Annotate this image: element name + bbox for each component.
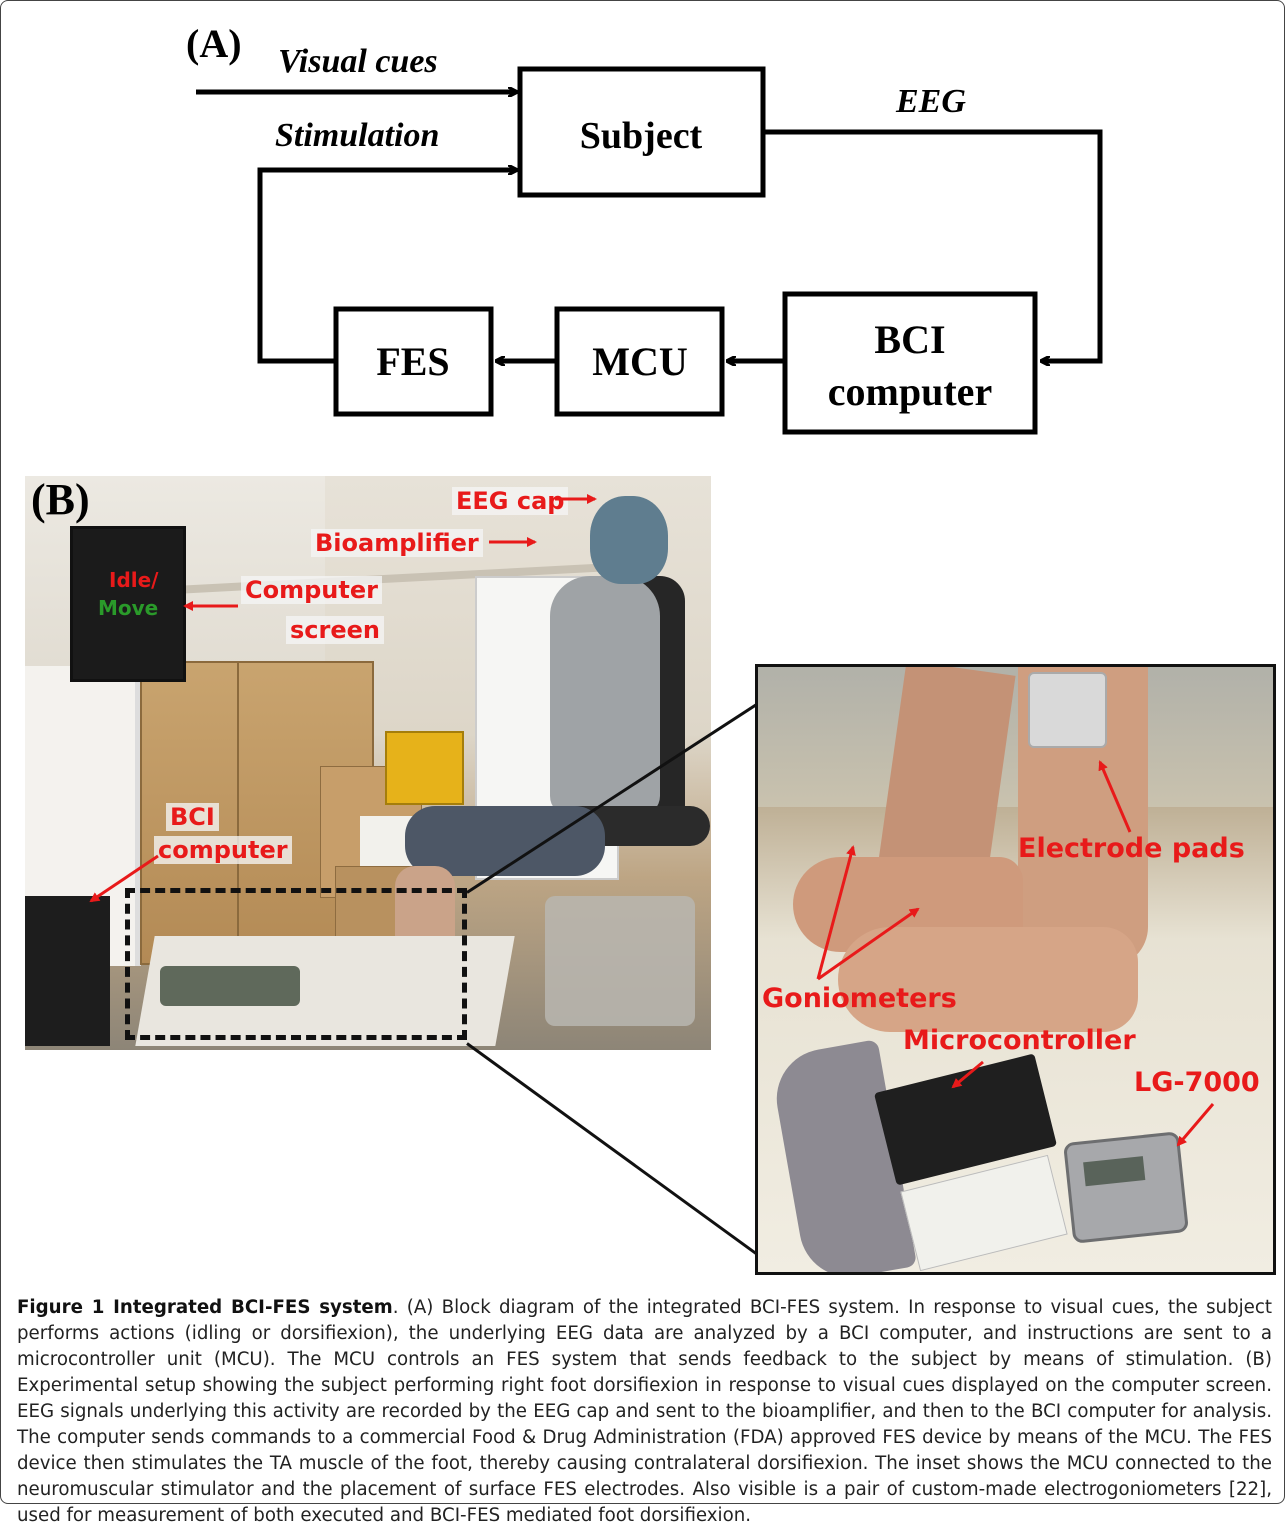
eeg-arrow <box>763 129 1103 361</box>
computer-screen-label-1: Computer <box>241 576 382 604</box>
bci-computer-label-2: computer <box>154 836 292 864</box>
eeg-cap-head <box>590 496 668 584</box>
fes-box <box>333 306 494 417</box>
panel-b-pointer-arrows <box>89 494 597 903</box>
lg7000-label: LG-7000 <box>1134 1067 1260 1098</box>
panel-a-label: (A) <box>186 21 242 66</box>
subject-label: Subject <box>580 115 703 157</box>
zoom-region-box <box>125 888 467 1040</box>
lg7000-arrow <box>1176 1103 1215 1147</box>
eeg-cap-label: EEG cap <box>452 487 569 515</box>
caption-title: Figure 1 Integrated BCI-FES system <box>17 1297 393 1318</box>
stimulation-arrow <box>257 170 516 364</box>
microcontroller-label: Microcontroller <box>903 1025 1136 1056</box>
inset-photo: Electrode pads Goniometers Microcontroll… <box>755 664 1276 1275</box>
idle-label: Idle/ <box>109 568 159 592</box>
bci-computer-speaker <box>25 896 110 1046</box>
microcontroller-arrow <box>951 1060 984 1089</box>
inset-pointer-arrows <box>816 760 1215 1147</box>
bci-line2: computer <box>828 369 992 414</box>
bci-line1: BCI <box>874 317 945 362</box>
eeg-label: EEG <box>895 83 966 120</box>
electrode-pads-arrow <box>1098 760 1132 833</box>
goniometers-label: Goniometers <box>762 983 957 1014</box>
electrode-pads-label: Electrode pads <box>1018 833 1245 864</box>
visual-cues-label: Visual cues <box>278 43 438 80</box>
panel-b-label: (B) <box>31 476 90 524</box>
stimulation-label: Stimulation <box>275 117 439 154</box>
fes-label: FES <box>376 339 449 384</box>
bci-computer-label-1: BCI <box>166 803 219 831</box>
electrode-pad <box>1028 672 1107 748</box>
move-label: Move <box>98 596 159 620</box>
goniometer-arrow-1 <box>816 845 856 980</box>
experimental-setup-photo: (B) EEG cap Bioamplifier Computer screen… <box>25 476 711 1050</box>
bioamplifier-label: Bioamplifier <box>311 529 483 557</box>
mcu-label: MCU <box>592 339 688 384</box>
block-diagram: (A) Subject Visual cues Stimulation EEG … <box>186 21 1103 435</box>
bci-computer-arrow <box>89 854 159 903</box>
figure-caption: Figure 1 Integrated BCI-FES system. (A) … <box>17 1295 1272 1529</box>
computer-screen-label-2: screen <box>286 616 384 644</box>
goniometer-arrow-2 <box>817 907 920 981</box>
computer-screen <box>70 526 186 682</box>
caption-body: . (A) Block diagram of the integrated BC… <box>17 1297 1272 1526</box>
